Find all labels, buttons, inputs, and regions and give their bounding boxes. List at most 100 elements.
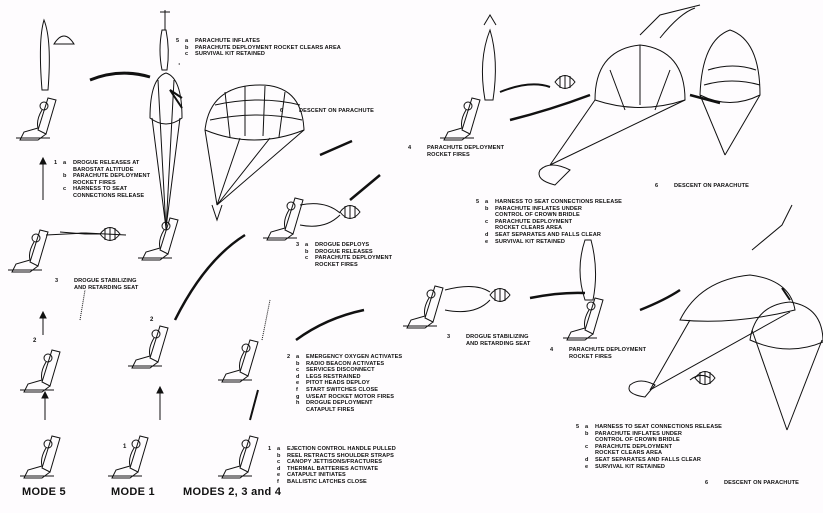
item-letter: e	[585, 463, 589, 470]
item-text: PARACHUTE DEPLOYMENT	[73, 173, 151, 180]
item-letter: h	[296, 400, 300, 407]
item-text: SEAT SEPARATES AND FALLS CLEAR	[595, 456, 701, 463]
right-bottom-sequence	[402, 204, 823, 431]
step-number	[268, 472, 277, 479]
seat-occupant	[439, 97, 481, 141]
step-number	[54, 193, 63, 200]
item-text: HARNESS TO SEAT CONNECTIONS RELEASE	[595, 424, 722, 430]
step-number	[54, 173, 63, 180]
step-number	[287, 394, 296, 401]
right-top-sequence	[439, 4, 761, 186]
step-item: c HARNESS TO SEAT	[54, 186, 150, 193]
descent-parachute	[749, 301, 823, 350]
item-text: EJECTION CONTROL HANDLE PULLED	[287, 446, 396, 452]
item-text: PARACHUTE DEPLOYMENT	[315, 255, 393, 262]
descent-parachute	[699, 29, 761, 103]
step-number	[287, 380, 296, 387]
item-text: AND RETARDING SEAT	[466, 340, 531, 347]
step-item: CONTROL OF CROWN BRIDLE	[476, 212, 622, 219]
step-number: 4	[408, 145, 412, 151]
step-number	[576, 444, 585, 451]
step-number	[287, 407, 296, 414]
item-letter: a	[305, 242, 309, 248]
item-text: ROCKET FIRES	[569, 353, 612, 360]
item-text: LEGS RESTRAINED	[306, 373, 361, 380]
seat-occupant	[15, 97, 57, 141]
item-text: ROCKET CLEARS AREA	[495, 225, 563, 232]
item-text: BALLISTIC LATCHES CLOSE	[287, 478, 367, 485]
seat-occupant	[7, 229, 49, 273]
step-number	[476, 206, 485, 213]
step-number	[55, 285, 64, 292]
drogue-chute	[339, 204, 361, 220]
step-number: 1	[268, 446, 272, 452]
item-letter	[714, 480, 724, 487]
seat-occupant	[127, 325, 169, 369]
step-number: 5	[576, 424, 580, 430]
item-text: AND RETARDING SEAT	[74, 284, 139, 291]
step-item: c PARACHUTE DEPLOYMENT	[296, 255, 392, 262]
arrow	[509, 93, 591, 122]
item-letter: c	[63, 186, 67, 193]
item-text: CONTROL OF CROWN BRIDLE	[595, 437, 680, 444]
mode-5-label: MODE 5	[22, 486, 66, 498]
item-text: CATAPULT INITIATES	[287, 472, 346, 479]
descent-parachute	[169, 84, 353, 222]
step-number	[296, 262, 305, 269]
step-number	[268, 459, 277, 466]
item-letter: f	[296, 386, 298, 393]
step-number: 6	[655, 183, 659, 189]
step-number	[576, 464, 585, 471]
item-text: ROCKET FIRES	[427, 151, 470, 158]
item-text: DROGUE RELEASES AT	[73, 160, 140, 166]
arrow	[173, 233, 246, 321]
step-number: 1	[54, 160, 58, 166]
arrow	[319, 139, 353, 157]
item-text: CONTROL OF CROWN BRIDLE	[495, 212, 580, 219]
item-letter	[64, 285, 74, 292]
item-letter: a	[585, 424, 589, 430]
step-number	[576, 437, 585, 444]
step-item: CONNECTIONS RELEASE	[54, 193, 150, 200]
item-letter: b	[296, 360, 300, 367]
step-number	[54, 167, 63, 174]
item-letter	[456, 341, 466, 348]
item-letter: a	[185, 38, 189, 44]
seat-occupant	[19, 349, 61, 393]
seat-occupant	[262, 197, 304, 241]
item-letter: c	[485, 218, 489, 225]
item-text: PARACHUTE DEPLOYMENT ROCKET CLEARS AREA	[195, 44, 341, 51]
item-text: CANOPY JETTISONS/FRACTURES	[287, 459, 383, 466]
item-text: HARNESS TO SEAT	[73, 186, 128, 193]
item-text: SURVIVAL KIT RETAINED	[195, 51, 266, 58]
step-number	[576, 457, 585, 464]
item-text: CATAPULT FIRES	[306, 406, 355, 413]
item-letter: d	[296, 373, 300, 380]
item-text: DROGUE RELEASES	[315, 248, 373, 255]
item-text: CONNECTIONS RELEASE	[73, 192, 145, 199]
item-letter: e	[296, 380, 300, 387]
item-text: START SWITCHES CLOSE	[306, 386, 379, 393]
item-text: DESCENT ON PARACHUTE	[299, 108, 374, 114]
item-text: SURVIVAL KIT RETAINED	[595, 463, 666, 470]
arrow	[89, 71, 151, 82]
item-text: DROGUE STABILIZING	[74, 278, 137, 284]
item-letter: a	[485, 199, 489, 205]
item-letter: c	[305, 255, 309, 262]
drogue-chute	[554, 74, 576, 90]
